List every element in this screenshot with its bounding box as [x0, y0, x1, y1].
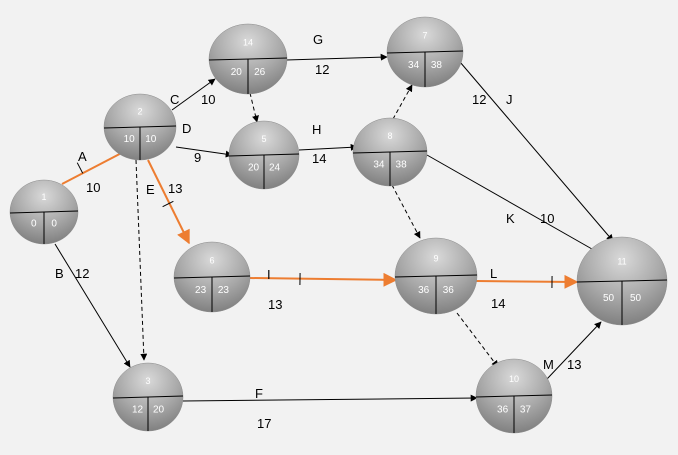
activity-duration-C: 10: [201, 92, 215, 107]
activity-duration-M: 13: [567, 357, 581, 372]
activity-duration-G: 12: [315, 62, 329, 77]
node-late-time: 37: [520, 405, 532, 416]
activity-edge-G: [285, 53, 388, 61]
node-number: 6: [209, 256, 214, 266]
dummy-edge-9-10: [456, 312, 499, 368]
activity-name-G: G: [313, 32, 323, 47]
node-late-time: 0: [51, 218, 57, 229]
activity-name-B: B: [55, 266, 64, 281]
node-early-time: 0: [31, 218, 37, 229]
event-node-6: 6 23 23: [173, 241, 251, 313]
event-node-2: 2 10 10: [103, 93, 177, 161]
node-number: 7: [422, 31, 427, 41]
activity-duration-B: 12: [75, 266, 89, 281]
node-early-time: 34: [373, 159, 385, 170]
node-number: 5: [261, 134, 266, 144]
activity-edge-D: [175, 146, 233, 158]
dummy-edge-8-7: [392, 84, 413, 120]
activity-edge-M: [546, 321, 602, 380]
activity-edge-I: [249, 272, 398, 287]
event-node-5: 5 20 24: [228, 120, 300, 190]
activity-edge-B: [54, 243, 131, 368]
node-late-time: 26: [254, 67, 266, 78]
activity-name-D: D: [182, 121, 191, 136]
node-number: 11: [617, 256, 626, 266]
node-late-time: 36: [443, 285, 455, 296]
node-number: 1: [41, 192, 46, 202]
critical-tick-A: [76, 162, 84, 174]
activity-name-A: A: [78, 149, 87, 164]
activity-name-I: I: [267, 267, 271, 282]
activity-edge-F: [182, 394, 478, 402]
node-number: 9: [433, 254, 438, 264]
activity-name-L: L: [490, 266, 497, 281]
node-number: 8: [387, 131, 392, 141]
activity-duration-A: 10: [86, 180, 100, 195]
activity-name-C: C: [170, 92, 179, 107]
activity-name-J: J: [506, 92, 513, 107]
activity-duration-E: 13: [168, 181, 182, 196]
node-early-time: 50: [603, 293, 615, 304]
event-node-3: 3 12 20: [112, 362, 184, 432]
activity-edge-J: [459, 61, 614, 242]
activity-name-E: E: [146, 182, 155, 197]
activity-edge-L: [475, 274, 579, 289]
node-number: 2: [137, 106, 142, 116]
event-node-8: 8 34 38: [352, 117, 428, 187]
node-early-time: 10: [124, 134, 136, 145]
activity-name-K: K: [506, 211, 515, 226]
node-number: 14: [243, 38, 253, 48]
dummy-edge-14-5: [249, 92, 259, 123]
dummy-edge-2-3: [135, 159, 148, 361]
activity-edge-K: [426, 154, 600, 254]
activity-name-F: F: [255, 386, 263, 401]
activity-duration-D: 9: [194, 150, 201, 165]
node-early-time: 12: [132, 404, 144, 415]
activity-duration-J: 12: [472, 92, 486, 107]
node-early-time: 36: [418, 285, 430, 296]
activity-duration-H: 14: [312, 151, 326, 166]
critical-tick-E: [162, 200, 174, 208]
activity-edge-H: [298, 143, 358, 151]
event-node-10: 10 36 37: [475, 358, 553, 434]
node-early-time: 20: [248, 162, 260, 173]
activity-name-M: M: [543, 357, 554, 372]
activity-duration-I: 13: [268, 297, 282, 312]
event-node-9: 9 36 36: [394, 237, 478, 315]
activity-duration-L: 14: [491, 296, 505, 311]
event-node-7: 7 34 38: [386, 16, 464, 88]
edges-layer: [54, 53, 614, 402]
node-number: 10: [509, 374, 519, 384]
node-late-time: 38: [431, 60, 443, 71]
node-late-time: 38: [396, 159, 408, 170]
node-number: 3: [145, 376, 150, 386]
node-early-time: 36: [497, 405, 509, 416]
node-late-time: 20: [153, 404, 165, 415]
node-late-time: 50: [630, 293, 642, 304]
event-node-14: 14 20 26: [208, 23, 288, 95]
node-late-time: 24: [269, 162, 281, 173]
dummy-edge-8-9: [391, 184, 421, 239]
activity-edge-E: [147, 159, 190, 245]
node-early-time: 20: [231, 67, 243, 78]
node-early-time: 34: [408, 60, 420, 71]
node-early-time: 23: [195, 285, 207, 296]
activity-duration-F: 17: [257, 416, 271, 431]
activity-edge-C: [171, 78, 216, 111]
event-node-1: 1 0 0: [9, 179, 79, 245]
node-late-time: 10: [145, 134, 157, 145]
activity-name-H: H: [312, 122, 321, 137]
node-late-time: 23: [218, 285, 230, 296]
event-node-11: 11 50 50: [576, 236, 668, 326]
activity-duration-K: 10: [540, 211, 554, 226]
